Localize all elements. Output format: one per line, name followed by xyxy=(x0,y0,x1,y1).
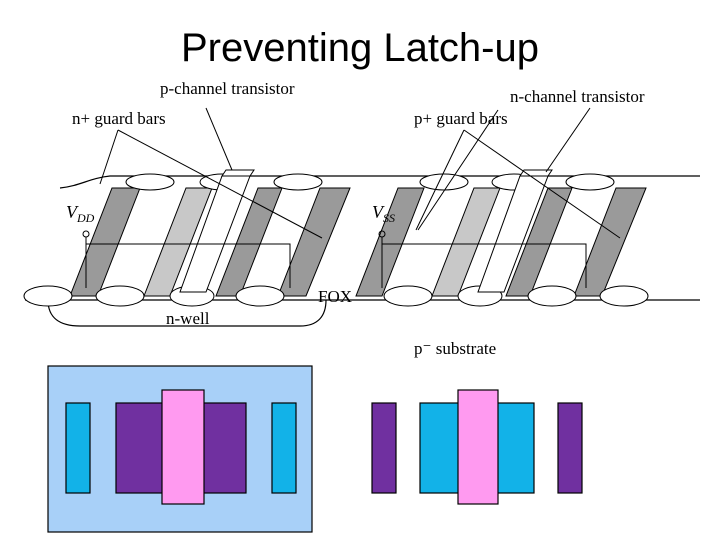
leader-lines xyxy=(99,107,621,239)
p-guard-bar-left xyxy=(371,402,397,494)
p-gate-top xyxy=(221,169,255,177)
nwell-boundary xyxy=(47,299,327,327)
strip-8 xyxy=(573,187,647,297)
label-vss: VSS xyxy=(372,202,395,225)
n-guard-bar-right xyxy=(271,402,297,494)
label-n-channel: n-channel transistor xyxy=(510,87,645,106)
p-poly-gate xyxy=(161,389,205,505)
n-guard-bar-left xyxy=(65,402,91,494)
substrate-surface xyxy=(59,175,700,189)
label-p-channel: p-channel transistor xyxy=(160,79,295,98)
layout-view xyxy=(47,365,583,533)
label-vdd: VDD xyxy=(66,202,95,225)
supply-wiring xyxy=(82,230,587,288)
label-fox: FOX xyxy=(318,287,352,306)
label-p-guard: p+ guard bars xyxy=(414,109,508,128)
field-oxide-strips xyxy=(69,187,647,297)
slide-title: Preventing Latch-up xyxy=(180,26,539,70)
label-n-guard: n+ guard bars xyxy=(72,109,166,128)
strip-5 xyxy=(355,187,425,297)
label-nwell: n-well xyxy=(166,309,210,328)
label-psub: p⁻ substrate xyxy=(414,339,496,358)
gates xyxy=(179,169,553,293)
strip-4 xyxy=(277,187,351,297)
p-guard-bar-right xyxy=(557,402,583,494)
strip-1 xyxy=(69,187,141,297)
n-poly-gate xyxy=(457,389,499,505)
